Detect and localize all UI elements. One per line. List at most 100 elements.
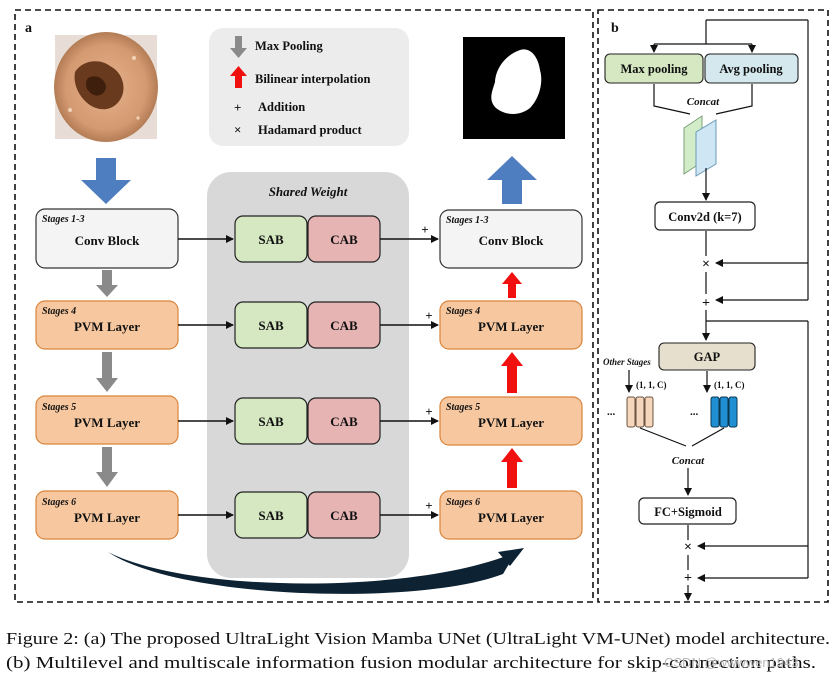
sab-label: SAB — [258, 318, 284, 333]
bottom-curved-arrow-icon — [108, 552, 516, 594]
addition-symbol: + — [425, 308, 432, 323]
legend: Max Pooling Bilinear interpolation + Add… — [209, 28, 409, 146]
upsample-arrow-icon — [502, 272, 522, 298]
stage-tag: Stages 6 — [446, 497, 480, 508]
pvm-layer-title: PVM Layer — [478, 510, 544, 525]
panel-a-border — [14, 9, 594, 603]
other-stage-vectors-icon — [626, 396, 654, 428]
stage-tag: Stages 4 — [446, 306, 480, 317]
shape-label-left: (1, 1, C) — [636, 380, 667, 390]
panel-a: a Max Pooling Bilinear interpolation + A… — [14, 9, 594, 603]
panel-a-label: a — [25, 21, 32, 36]
segmentation-mask-image — [463, 37, 565, 139]
encoder-stage-1-3: Stages 1-3 Conv Block — [35, 208, 179, 269]
encoder-stage-6: Stages 6 PVM Layer — [35, 490, 179, 540]
cab-label: CAB — [330, 232, 358, 247]
max-pooling-block — [604, 53, 704, 84]
conv-block-title: Conv Block — [75, 233, 140, 248]
panel-b-label: b — [611, 21, 619, 36]
legend-hadamard: Hadamard product — [258, 123, 362, 137]
sab-cab-row-3: SAB CAB — [234, 397, 381, 445]
pvm-layer-title: PVM Layer — [74, 510, 140, 525]
legend-max-pooling: Max Pooling — [255, 39, 323, 53]
other-stages-label: Other Stages — [603, 357, 651, 367]
legend-bilinear: Bilinear interpolation — [255, 72, 370, 86]
pvm-layer-title: PVM Layer — [478, 319, 544, 334]
decoder-stage-4: Stages 4 PVM Layer — [439, 300, 583, 350]
stage-tag: Stages 1-3 — [446, 215, 489, 226]
sab-cab-row-4: SAB CAB — [234, 491, 381, 539]
stage-tag: Stages 6 — [42, 497, 76, 508]
watermark: CSDN @wwwwen1943 — [664, 655, 799, 670]
sab-block — [234, 301, 308, 349]
second-residual-line — [702, 310, 809, 578]
stage-tag: Stages 4 — [42, 306, 76, 317]
vectors-to-concat-lines — [639, 427, 725, 447]
gap-block — [658, 342, 756, 371]
dots-right: ... — [690, 406, 699, 418]
up-arrow-icon — [487, 156, 537, 204]
conv2d-block — [654, 201, 756, 231]
pvm-layer-title: PVM Layer — [74, 319, 140, 334]
addition-symbol: + — [421, 222, 428, 237]
sab-block — [234, 215, 308, 263]
upsample-arrow-icon — [501, 448, 523, 488]
max-pool-arrow-icon — [96, 352, 118, 392]
current-stage-vectors-icon — [710, 396, 738, 428]
figure-caption-line-2: (b) Multilevel and multiscale informatio… — [6, 653, 816, 672]
concat-feature-icon — [683, 115, 717, 177]
concat-label-2: Concat — [672, 455, 705, 467]
legend-hadamard-symbol: × — [234, 122, 241, 137]
red-up-arrow-icon — [230, 66, 247, 88]
pvm-layer-title: PVM Layer — [478, 415, 544, 430]
decoder-stage-5: Stages 5 PVM Layer — [439, 396, 583, 446]
avg-pooling-block — [704, 53, 799, 84]
pvm-layer-title: PVM Layer — [74, 415, 140, 430]
shared-weight-region — [207, 172, 409, 578]
addition-symbol-2: + — [684, 571, 692, 586]
gap-label: GAP — [694, 350, 721, 364]
sab-label: SAB — [258, 232, 284, 247]
sab-cab-row-2: SAB CAB — [234, 301, 381, 349]
panel-b-input-lines — [650, 19, 809, 300]
stage-tag: Stages 5 — [42, 402, 76, 413]
skip-arrows-in — [178, 235, 234, 519]
cab-label: CAB — [330, 508, 358, 523]
dots-left: ... — [607, 406, 616, 418]
shape-label-right: (1, 1, C) — [714, 380, 745, 390]
sab-label: SAB — [258, 414, 284, 429]
stage-tag: Stages 5 — [446, 402, 480, 413]
encoder-stage-4: Stages 4 PVM Layer — [35, 300, 179, 350]
cab-label: CAB — [330, 414, 358, 429]
encoder-stage-5: Stages 5 PVM Layer — [35, 395, 179, 445]
bottom-curved-arrowhead-icon — [498, 548, 524, 566]
max-pool-arrow-icon — [96, 447, 118, 487]
sab-block — [234, 397, 308, 445]
addition-symbol: + — [425, 498, 432, 513]
legend-box — [209, 28, 409, 146]
decoder-stage-6: Stages 6 PVM Layer — [439, 490, 583, 540]
pool-to-concat-lines — [653, 84, 753, 115]
sab-label: SAB — [258, 508, 284, 523]
stage-tag: Stages 1-3 — [42, 214, 85, 225]
conv-block-title: Conv Block — [479, 233, 544, 248]
legend-addition-symbol: + — [234, 100, 241, 115]
hadamard-symbol-2: × — [684, 540, 692, 555]
dermoscopy-image — [54, 32, 158, 142]
legend-addition: Addition — [258, 100, 305, 114]
addition-symbol: + — [425, 404, 432, 419]
sab-cab-row-1: SAB CAB — [234, 215, 381, 263]
panel-b: b Max pooling Avg pooling Concat Conv2d … — [597, 9, 829, 603]
decoder-stage-1-3: Stages 1-3 Conv Block — [439, 209, 583, 269]
panel-b-border — [597, 9, 829, 603]
concat-label-1: Concat — [687, 96, 720, 108]
fc-sigmoid-block — [638, 497, 737, 525]
fc-sigmoid-label: FC+Sigmoid — [654, 505, 722, 519]
addition-symbol: + — [702, 296, 710, 311]
sab-block — [234, 491, 308, 539]
max-pool-arrow-icon — [96, 270, 118, 297]
gray-down-arrow-icon — [230, 36, 247, 58]
upsample-arrow-icon — [501, 352, 523, 393]
figure-caption-line-1: Figure 2: (a) The proposed UltraLight Vi… — [6, 629, 830, 648]
down-arrow-icon — [81, 158, 131, 204]
